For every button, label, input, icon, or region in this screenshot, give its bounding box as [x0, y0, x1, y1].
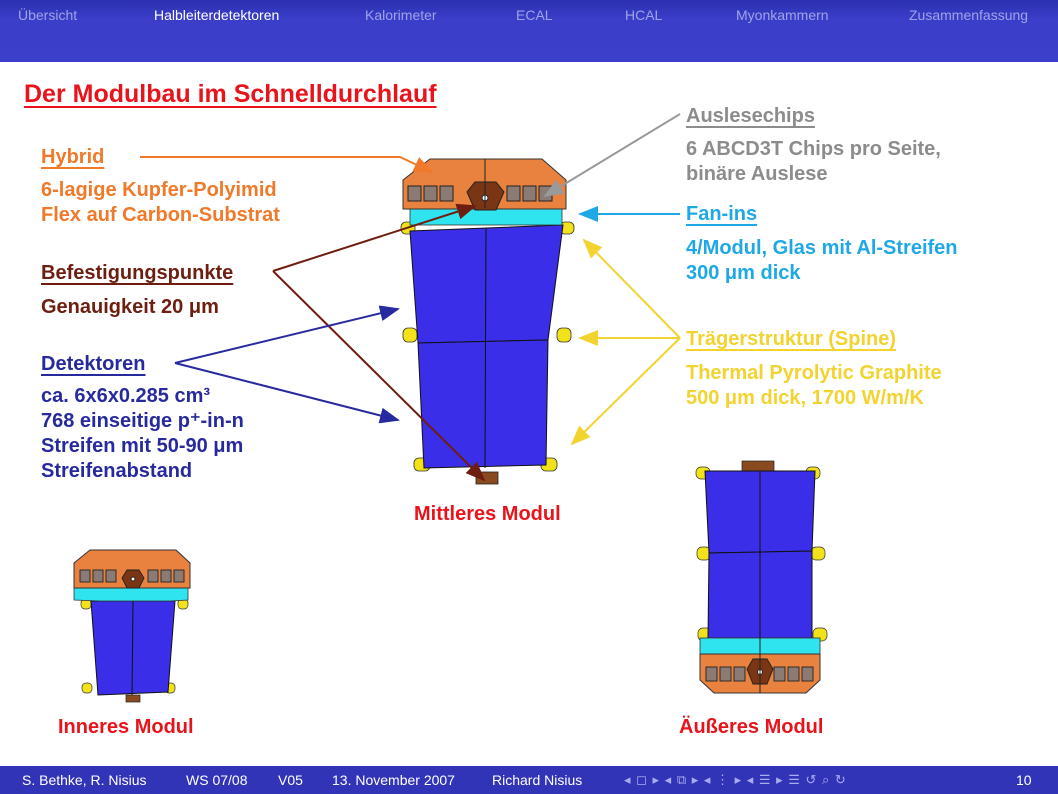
slide-title: Der Modulbau im Schnelldurchlauf — [24, 80, 437, 108]
detektoren-arrow-top — [174, 305, 400, 364]
spine-line2: 500 μm dick, 1700 W/m/K — [686, 387, 924, 409]
footer-bar: S. Bethke, R. Nisius WS 07/08 V05 13. No… — [0, 766, 1058, 794]
nav-item-myonkammern[interactable]: Myonkammern — [736, 7, 829, 23]
befestigung-arrow-bottom — [272, 270, 486, 482]
footer-authors: S. Bethke, R. Nisius — [22, 772, 147, 788]
inner-module — [73, 549, 191, 703]
fanins-heading: Fan-ins — [686, 203, 758, 225]
footer-date: 13. November 2007 — [332, 772, 455, 788]
middle-module — [400, 158, 575, 485]
auslesechips-line1: 6 ABCD3T Chips pro Seite, — [686, 138, 941, 160]
spine-arrow-top — [582, 238, 681, 339]
detektoren-heading: Detektoren — [41, 353, 146, 375]
spine-line1: Thermal Pyrolytic Graphite — [686, 362, 942, 384]
nav-item-halbleiterdetektoren[interactable]: Halbleiterdetektoren — [154, 7, 280, 23]
fanins-line1: 4/Modul, Glas mit Al-Streifen — [686, 237, 958, 259]
detektoren-arrow-bottom — [174, 362, 400, 424]
fanins-line2: 300 μm dick — [686, 262, 801, 284]
hybrid-line1: 6-lagige Kupfer-Polyimid — [41, 179, 277, 201]
top-navigation-bar: Übersicht Halbleiterdetektoren Kalorimet… — [0, 0, 1058, 62]
beamer-navigation-icons[interactable]: ◂ ◻ ▸ ◂ ⧉ ▸ ◂ ⋮ ▸ ◂ ☰ ▸ ☰ ↺ ⌕ ↻ — [624, 772, 847, 787]
spine-arrow-bottom — [570, 337, 681, 446]
hybrid-line2: Flex auf Carbon-Substrat — [41, 204, 280, 226]
footer-lecture: V05 — [278, 772, 303, 788]
auslesechips-line2: binäre Auslese — [686, 163, 828, 185]
auslesechips-arrow — [543, 113, 681, 198]
auslesechips-heading: Auslesechips — [686, 105, 815, 127]
befestigung-arrow-top — [272, 203, 477, 272]
detektoren-line2: 768 einseitige p⁺-in-n — [41, 410, 244, 432]
hybrid-arrow — [140, 156, 434, 173]
detektoren-line3: Streifen mit 50-90 μm — [41, 435, 244, 457]
nav-item-uebersicht[interactable]: Übersicht — [18, 7, 78, 23]
nav-item-hcal[interactable]: HCAL — [625, 7, 663, 23]
footer-semester: WS 07/08 — [186, 772, 248, 788]
befestigung-heading: Befestigungspunkte — [41, 262, 234, 284]
outer-module — [695, 460, 828, 694]
detektoren-line1: ca. 6x6x0.285 cm³ — [41, 385, 211, 407]
nav-item-kalorimeter[interactable]: Kalorimeter — [365, 7, 437, 23]
footer-presenter: Richard Nisius — [492, 772, 583, 788]
caption-outer-module: Äußeres Modul — [679, 716, 824, 738]
nav-item-ecal[interactable]: ECAL — [516, 7, 553, 23]
befestigung-line1: Genauigkeit 20 μm — [41, 296, 219, 318]
spine-heading: Trägerstruktur (Spine) — [686, 328, 897, 350]
detektoren-line4: Streifenabstand — [41, 460, 193, 482]
hybrid-heading: Hybrid — [41, 146, 105, 168]
footer-page-number: 10 — [1016, 772, 1032, 788]
nav-item-zusammenfassung[interactable]: Zusammenfassung — [909, 7, 1029, 23]
caption-middle-module: Mittleres Modul — [414, 503, 561, 525]
caption-inner-module: Inneres Modul — [58, 716, 194, 738]
